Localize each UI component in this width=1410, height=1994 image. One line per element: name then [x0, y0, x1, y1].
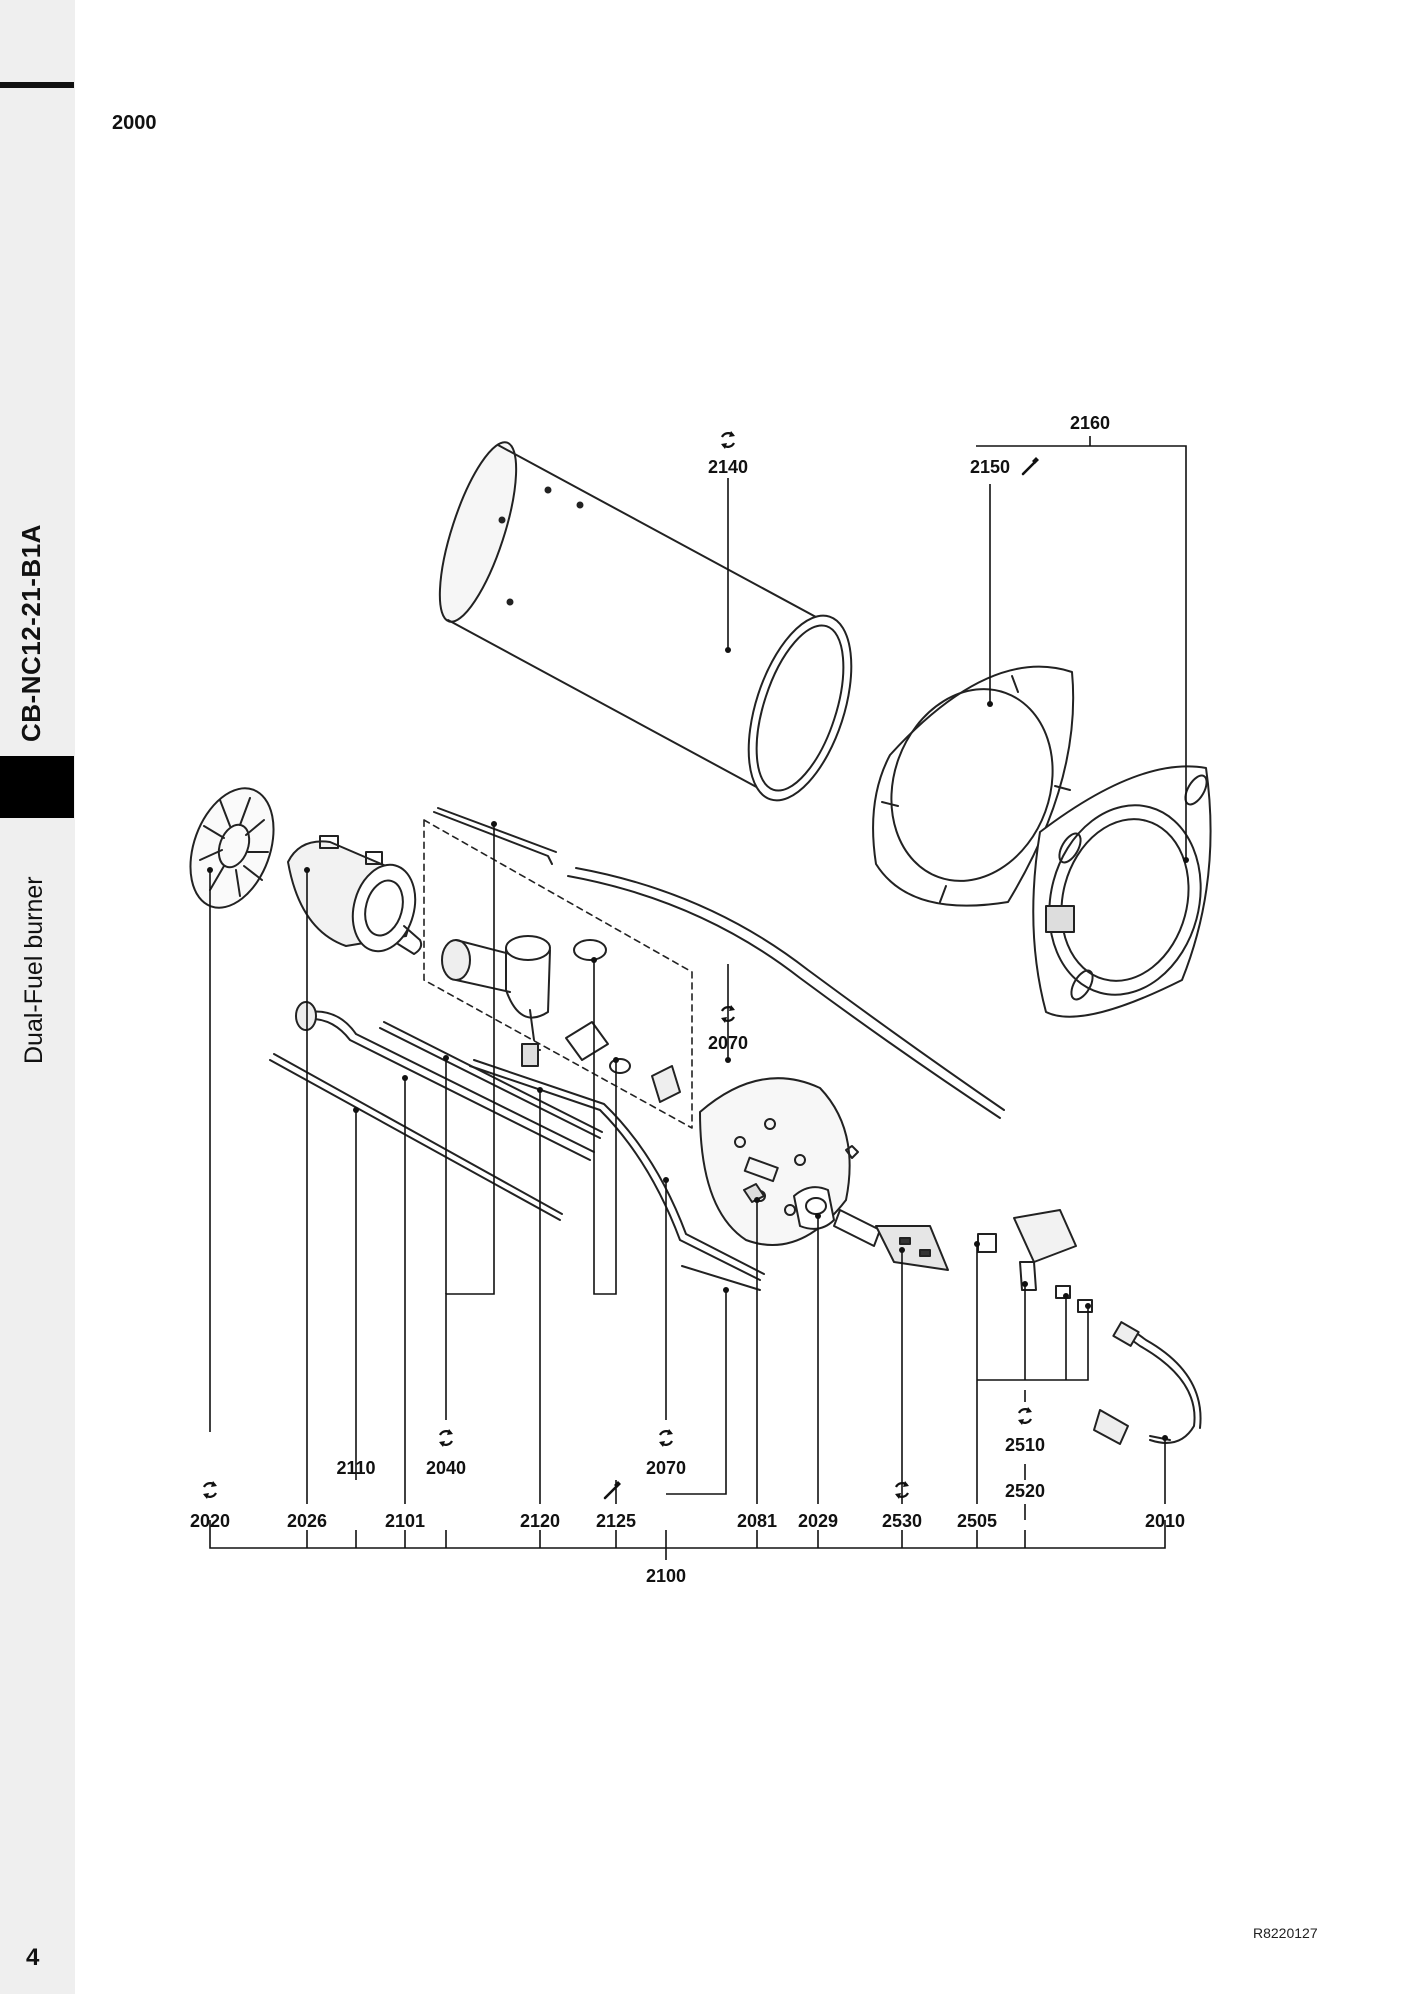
callout-2120: 2120: [520, 1511, 560, 1531]
sidebar-section-tab: [0, 756, 74, 818]
circular-arrows-icon: [719, 429, 737, 451]
reference-code: R8220127: [1253, 1925, 1318, 1941]
o-ring-part: [573, 939, 607, 961]
bushing-part: [565, 1021, 681, 1103]
leader-lines: [209, 436, 1187, 1560]
callout-2040: 2040: [426, 1458, 466, 1478]
ignition-cable-upper-part: [567, 875, 1001, 1119]
callout-2029: 2029: [798, 1511, 838, 1531]
circular-arrows-icon: [657, 1427, 675, 1449]
circular-arrows-icon: [1016, 1405, 1034, 1427]
sidebar: [0, 0, 75, 1994]
callout-2505: 2505: [957, 1511, 997, 1531]
page-number: 4: [26, 1944, 40, 1971]
callout-2070-mid: 2070: [708, 1033, 748, 1053]
callout-2101: 2101: [385, 1511, 425, 1531]
callout-2150: 2150: [970, 457, 1010, 477]
nozzle-assembly-outline: [423, 819, 693, 1129]
callout-2110: 2110: [336, 1458, 375, 1478]
circular-arrows-icon: [201, 1479, 219, 1501]
gasket-part: [872, 665, 1075, 907]
page-label: 2000: [112, 112, 157, 134]
callout-2530: 2530: [882, 1511, 922, 1531]
callout-2160: 2160: [1070, 413, 1110, 433]
burner-head-part: [287, 835, 423, 955]
swirl-disc-part: [189, 787, 275, 909]
callout-2100: 2100: [646, 1566, 686, 1586]
nozzle-holder-part: [441, 935, 551, 1067]
callout-2520: 2520: [1005, 1481, 1045, 1501]
callout-labels: 2160 2140 2150 2070 2110 2040 2070 2510 …: [190, 413, 1185, 1586]
callout-2081: 2081: [737, 1511, 777, 1531]
leader-dots: [207, 647, 1189, 1441]
solenoid-valve-part: [977, 1209, 1093, 1313]
callout-2140: 2140: [708, 457, 748, 477]
ignition-cable-lower-part: [681, 1265, 761, 1291]
mounting-flange-part: [1032, 765, 1212, 1018]
rods-part: [269, 1001, 765, 1281]
fitting-2081-part: [743, 1183, 765, 1203]
callout-2070-low: 2070: [646, 1458, 686, 1478]
callout-2125: 2125: [596, 1511, 636, 1531]
electrode-rod-upper-part: [433, 811, 553, 865]
combustion-tube-part: [438, 441, 853, 802]
flame-sensor-part: [833, 1209, 949, 1271]
wrench-icon: [1021, 455, 1041, 476]
wrench-icon: [603, 1479, 623, 1500]
callout-2020: 2020: [190, 1511, 230, 1531]
sidebar-top-rule: [0, 82, 74, 88]
callout-2026: 2026: [287, 1511, 327, 1531]
callout-2010: 2010: [1145, 1511, 1185, 1531]
fuel-hose-part: [1093, 1321, 1202, 1445]
callout-2510: 2510: [1005, 1435, 1045, 1455]
circular-arrows-icon: [437, 1427, 455, 1449]
flange-2029-part: [793, 1186, 835, 1230]
